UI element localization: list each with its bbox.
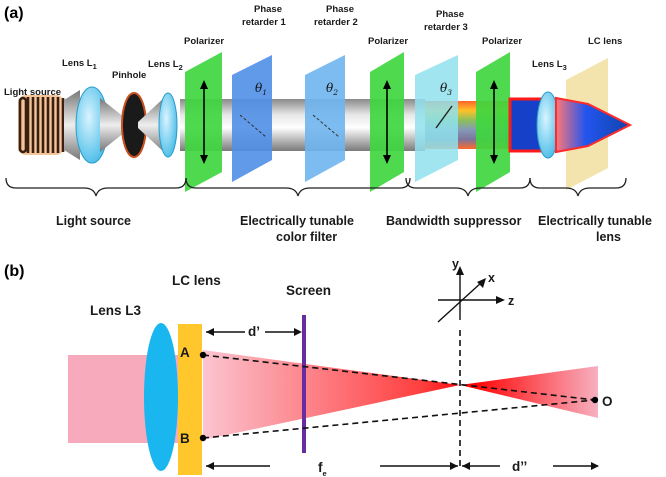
point-a-dot — [199, 351, 207, 359]
polarizer-2-arrow-up — [383, 80, 391, 89]
label-d-double-prime: d’’ — [512, 459, 527, 474]
label-phase-retarder-3-a: Phase — [436, 9, 464, 20]
retarder-3-axis — [435, 105, 453, 129]
label-fe: fe — [318, 460, 327, 477]
point-b-dot — [199, 434, 207, 442]
label-phase-retarder-1-a: Phase — [254, 4, 282, 15]
cone-1 — [64, 90, 80, 160]
focusing-cone — [555, 96, 633, 154]
lens-l3-b — [144, 323, 178, 471]
group-color-filter-1: Electrically tunable — [240, 214, 354, 228]
point-o-dot — [591, 396, 599, 404]
label-lc-lens: LC lens — [588, 36, 622, 47]
label-polarizer-3: Polarizer — [482, 36, 522, 47]
y-arrow — [456, 266, 464, 275]
label-screen: Screen — [286, 283, 331, 298]
retarder-2-axis — [312, 114, 340, 138]
panel-a-label: (a) — [4, 5, 24, 22]
label-pinhole: Pinhole — [112, 70, 146, 81]
lens-l2 — [158, 92, 178, 158]
polarizer-3-arrow-up — [490, 80, 498, 89]
group-tunable-lens-2: lens — [596, 230, 621, 244]
label-light-source-top: Light source — [4, 87, 61, 98]
phase-retarder-2 — [305, 55, 345, 182]
label-phase-retarder-1-b: retarder 1 — [242, 17, 287, 28]
panel-b-label: (b) — [4, 263, 24, 280]
label-phase-retarder-3-b: retarder 3 — [424, 22, 468, 33]
label-point-b: B — [180, 431, 190, 446]
light-source-coil — [18, 95, 65, 155]
label-d-prime: d’ — [248, 324, 260, 339]
label-polarizer-2: Polarizer — [368, 36, 408, 47]
label-lens-l3-b: Lens L3 — [90, 303, 142, 318]
polarizer-1-arrow-up — [200, 80, 208, 89]
label-point-o: O — [602, 394, 613, 409]
retarder-1-axis — [239, 114, 267, 138]
label-lens-l1: Lens L1 — [62, 58, 97, 71]
label-axis-x: x — [488, 271, 495, 285]
label-phase-retarder-2-b: retarder 2 — [314, 17, 358, 28]
coordinate-axes — [437, 270, 500, 323]
focused-beam — [203, 350, 598, 440]
phase-retarder-3 — [415, 55, 458, 182]
phase-retarder-1 — [232, 55, 272, 182]
theta-3: θ3 — [440, 81, 452, 97]
x-arrow — [477, 278, 486, 288]
theta-1: θ1 — [255, 81, 267, 97]
lc-lens-block — [178, 324, 202, 475]
label-phase-retarder-2-a: Phase — [326, 4, 354, 15]
polarizer-3-arrow-down — [490, 155, 498, 164]
label-point-a: A — [180, 345, 190, 360]
group-bandwidth-suppressor: Bandwidth suppressor — [386, 214, 522, 228]
group-braces — [5, 177, 627, 197]
label-axis-y: y — [452, 257, 459, 271]
cone-2 — [100, 98, 130, 152]
theta-2: θ2 — [326, 81, 338, 97]
cone-3 — [138, 96, 166, 154]
group-color-filter-2: color filter — [276, 230, 337, 244]
marginal-rays — [202, 330, 596, 470]
polarizer-2-arrow-down — [383, 155, 391, 164]
polarizer-1-arrow-down — [200, 155, 208, 164]
label-axis-z: z — [508, 294, 514, 308]
group-tunable-lens-1: Electrically tunable — [538, 214, 652, 228]
z-arrow — [496, 296, 505, 304]
label-lc-lens-b: LC lens — [172, 273, 221, 288]
label-polarizer-1: Polarizer — [184, 36, 224, 47]
label-lens-l2: Lens L2 — [148, 59, 183, 72]
label-lens-l3: Lens L3 — [532, 59, 567, 72]
polarizer-3 — [476, 52, 510, 192]
group-light-source: Light source — [56, 214, 131, 228]
arrow-heads — [206, 328, 599, 470]
